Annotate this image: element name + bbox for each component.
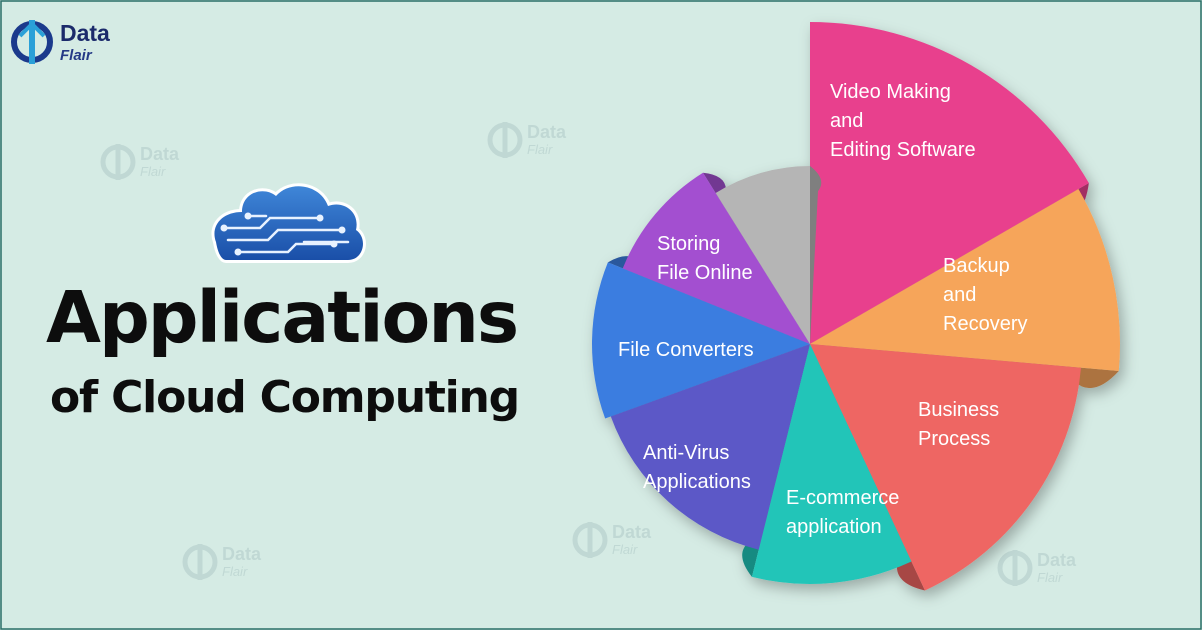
svg-text:Flair: Flair	[612, 542, 638, 557]
wheel-segment-2	[810, 189, 1120, 372]
wheel-segment-1	[810, 22, 1089, 344]
svg-text:Data: Data	[527, 122, 567, 142]
wheel-segment-8	[715, 166, 810, 344]
wheel-segment-7	[622, 172, 810, 344]
svg-text:Flair: Flair	[527, 142, 553, 157]
brand-name-line1: Data	[60, 20, 110, 46]
wheel-segment-label-6: File Converters	[618, 339, 754, 361]
dataflair-logo[interactable]: Data Flair	[10, 14, 120, 74]
wheel-segment-4	[751, 344, 912, 584]
cloud-circuit-icon	[211, 183, 366, 263]
svg-text:Flair: Flair	[1037, 570, 1063, 585]
wheel-segment-fold-8	[810, 166, 822, 344]
page-title: Applications	[46, 276, 519, 359]
svg-text:Flair: Flair	[222, 564, 248, 579]
svg-text:Flair: Flair	[140, 164, 166, 179]
svg-text:Data: Data	[612, 522, 652, 542]
svg-text:Data: Data	[1037, 550, 1077, 570]
svg-text:Data: Data	[140, 144, 180, 164]
dataflair-logo-icon	[11, 20, 53, 64]
wheel-segment-6	[592, 262, 810, 419]
wheel-segment-5	[610, 344, 810, 550]
brand-name-line2: Flair	[60, 47, 92, 64]
svg-text:Data: Data	[222, 544, 262, 564]
page-subtitle: of Cloud Computing	[50, 372, 520, 423]
wheel-segment-3	[810, 344, 1081, 591]
